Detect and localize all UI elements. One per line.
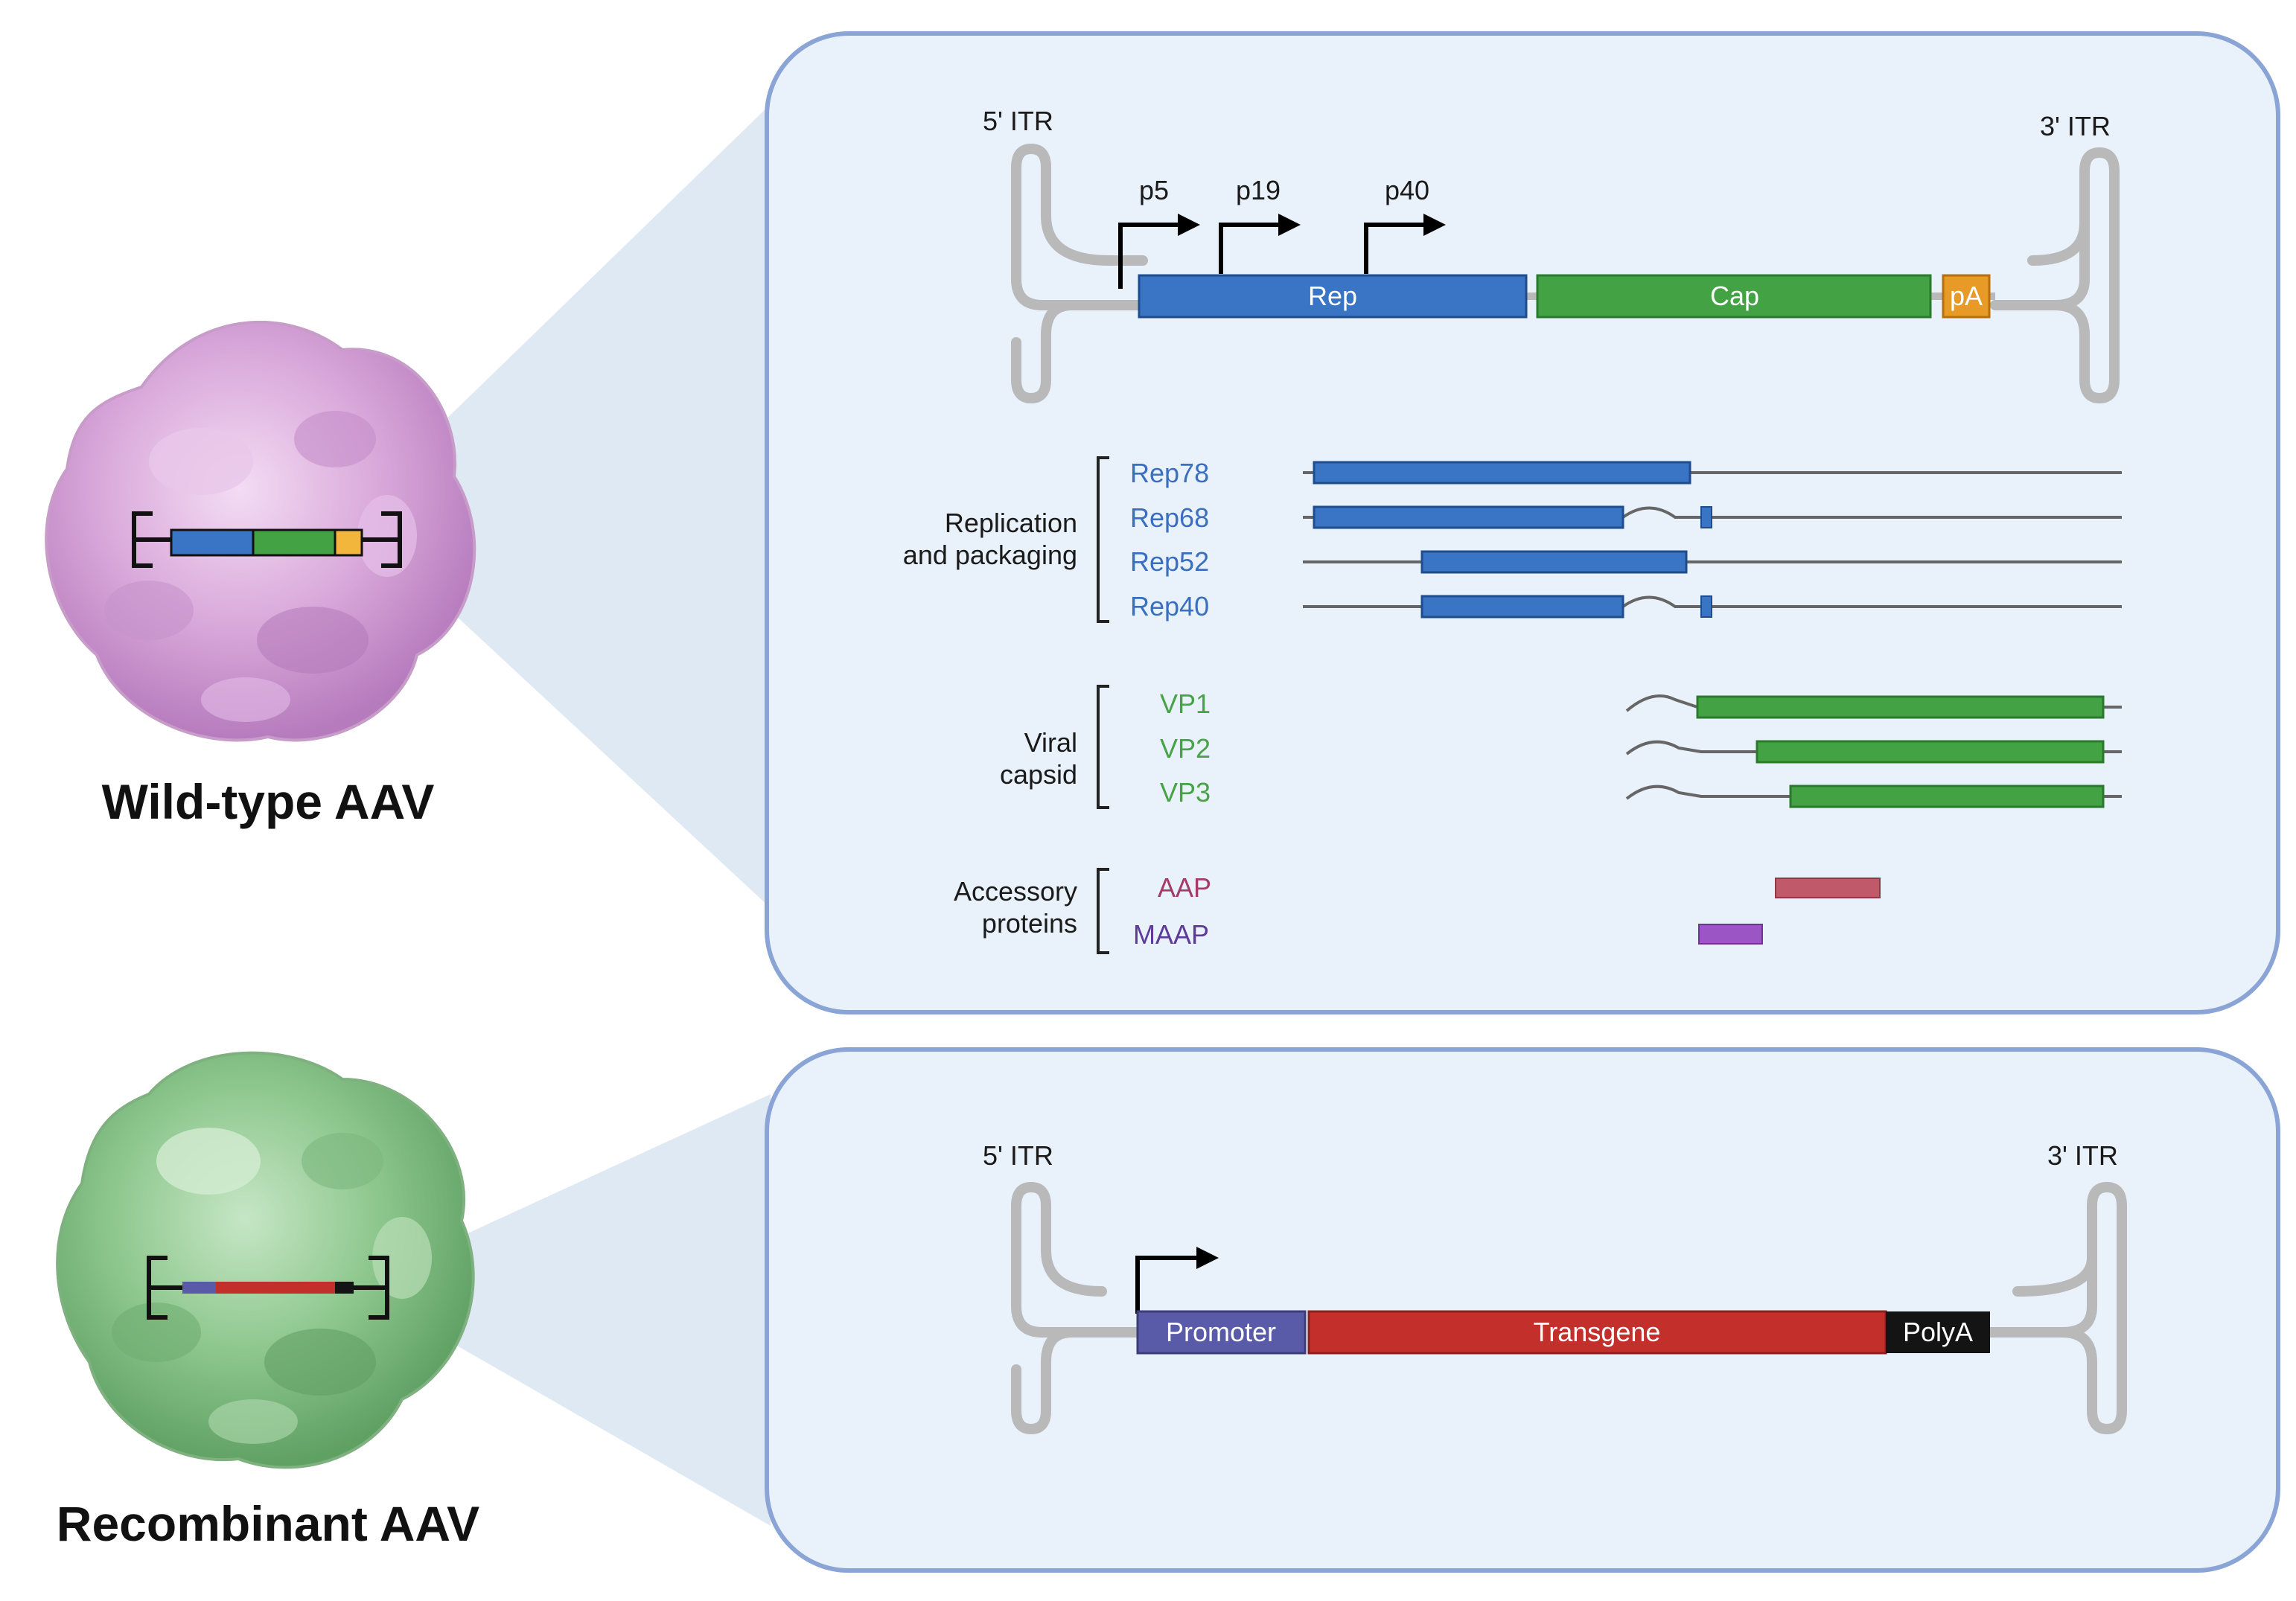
cap-gene-label: Cap	[1710, 281, 1759, 311]
capsid-bracket	[1097, 685, 1109, 809]
maap-bar	[1698, 924, 1763, 945]
maap-label: MAAP	[1133, 919, 1209, 950]
replication-group-line2: and packaging	[903, 540, 1077, 570]
capsid-group-line1: Viral	[1024, 727, 1077, 758]
rep52-transcript	[1303, 550, 2122, 574]
replication-group-line1: Replication	[945, 508, 1077, 538]
accessory-bracket	[1097, 868, 1109, 954]
zoom-wedge-bottom	[447, 1094, 771, 1526]
promoter-p40-label: p40	[1385, 175, 1429, 205]
rep78-label: Rep78	[1130, 458, 1209, 488]
recombinant-panel	[765, 1047, 2280, 1573]
cap-gene-block	[1536, 274, 1932, 319]
polya-block	[1886, 1311, 1990, 1353]
rep68-label: Rep68	[1130, 502, 1209, 533]
vp3-transcript	[1625, 784, 2122, 808]
aap-bar	[1775, 878, 1881, 898]
recombinant-itr-right-label: 3' ITR	[2047, 1140, 2118, 1171]
rep40-label: Rep40	[1130, 591, 1209, 621]
rep78-transcript	[1303, 461, 2122, 485]
itr-left-hairpin	[1011, 143, 1148, 404]
recombinant-capsid	[56, 1051, 475, 1469]
rep52-label: Rep52	[1130, 546, 1209, 577]
promoter-p19-arrow: p19	[1219, 175, 1301, 274]
rep-gene-block	[1138, 274, 1528, 319]
wild-type-caption: Wild-type AAV	[102, 774, 435, 829]
vp2-label: VP2	[1160, 733, 1211, 764]
promoter-p40-arrow: p40	[1364, 175, 1446, 274]
recombinant-genome-icon	[147, 1256, 389, 1320]
recombinant-itr-left-hairpin	[1011, 1181, 1144, 1435]
pa-block	[1942, 274, 1991, 319]
promoter-p5-label: p5	[1139, 175, 1169, 205]
zoom-wedge-top	[387, 104, 771, 908]
rep40-transcript	[1303, 595, 2122, 619]
itr-right-hairpin	[1990, 147, 2120, 404]
transgene-block	[1307, 1310, 1887, 1355]
vp1-label: VP1	[1160, 688, 1211, 719]
rep-gene-label: Rep	[1308, 281, 1357, 311]
recombinant-itr-left-label: 5' ITR	[983, 1140, 1053, 1171]
promoter-p19-label: p19	[1236, 175, 1281, 205]
promoter-label: Promoter	[1166, 1317, 1276, 1347]
vp2-transcript	[1625, 740, 2122, 764]
vp3-label: VP3	[1160, 777, 1211, 808]
rep68-transcript	[1303, 505, 2122, 529]
polya-label: PolyA	[1903, 1317, 1973, 1347]
itr-right-label: 3' ITR	[2040, 111, 2111, 141]
pa-label: pA	[1950, 281, 1983, 311]
promoter-block	[1136, 1310, 1307, 1355]
promoter-p5-arrow: p5	[1118, 175, 1200, 289]
capsid-group-line2: capsid	[1000, 759, 1077, 790]
aap-label: AAP	[1158, 872, 1211, 903]
accessory-group-line2: proteins	[982, 908, 1077, 939]
vp1-transcript	[1625, 694, 2122, 719]
wild-type-genome-icon	[132, 511, 402, 568]
recombinant-itr-right-hairpin	[1983, 1181, 2127, 1435]
replication-bracket	[1097, 456, 1109, 623]
recombinant-promoter-arrow	[1135, 1247, 1219, 1314]
itr-left-label: 5' ITR	[983, 106, 1053, 136]
recombinant-caption: Recombinant AAV	[57, 1496, 479, 1551]
accessory-group-line1: Accessory	[954, 876, 1077, 907]
transgene-label: Transgene	[1534, 1317, 1661, 1347]
